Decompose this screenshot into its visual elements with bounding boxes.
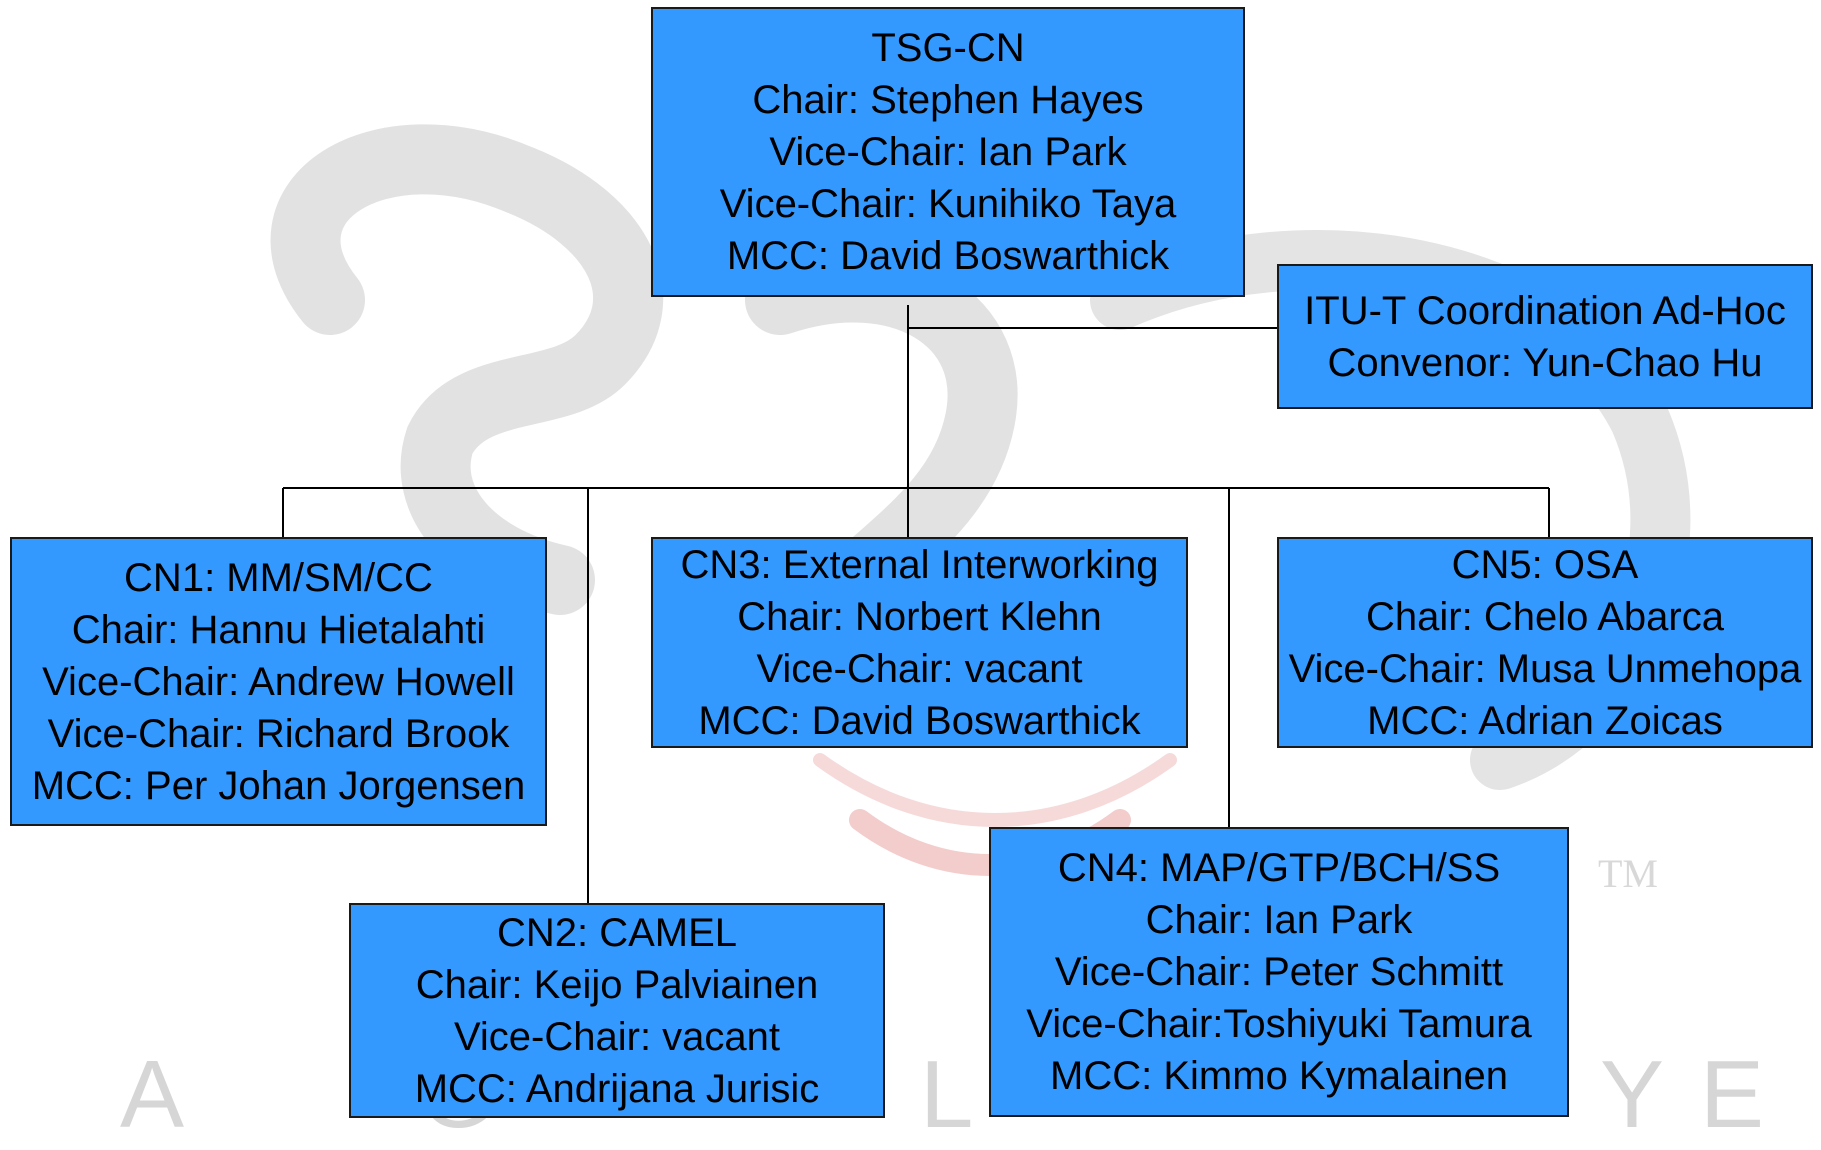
node-title: CN2: CAMEL (496, 910, 738, 955)
node-line: Vice-Chair: Ian Park (769, 130, 1127, 174)
node-line: Vice-Chair: Richard Brook (47, 711, 510, 756)
node-line: Chair: Keijo Palviainen (415, 962, 819, 1007)
node-line: Chair: Hannu Hietalahti (71, 607, 486, 652)
watermark-swirl-left (270, 124, 664, 615)
node-title: CN3: External Interworking (680, 542, 1159, 587)
node-line: MCC: Kimmo Kymalainen (1050, 1054, 1508, 1098)
org-node-cn1: CN1: MM/SM/CC Chair: Hannu Hietalahti Vi… (10, 537, 547, 826)
org-node-cn2: CN2: CAMEL Chair: Keijo Palviainen Vice-… (349, 903, 885, 1118)
org-node-itu-t: ITU-T Coordination Ad-Hoc Convenor: Yun-… (1277, 264, 1813, 409)
node-line: MCC: Adrian Zoicas (1367, 698, 1723, 743)
node-line: Vice-Chair: vacant (756, 646, 1083, 691)
node-title: CN5: OSA (1451, 542, 1639, 587)
node-title: CN1: MM/SM/CC (124, 555, 433, 600)
node-line: Vice-Chair:Toshiyuki Tamura (1026, 1002, 1532, 1046)
node-title: TSG-CN (871, 26, 1025, 70)
node-line: Vice-Chair: Peter Schmitt (1054, 950, 1504, 994)
node-line: Vice-Chair: Musa Unmehopa (1288, 646, 1802, 691)
org-node-tsg-cn: TSG-CN Chair: Stephen Hayes Vice-Chair: … (651, 7, 1245, 297)
node-line: Chair: Norbert Klehn (737, 594, 1102, 639)
node-line: MCC: David Boswarthick (698, 698, 1141, 743)
node-line: Convenor: Yun-Chao Hu (1327, 340, 1763, 385)
node-line: Chair: Stephen Hayes (752, 78, 1144, 122)
node-line: MCC: David Boswarthick (726, 234, 1170, 278)
node-line: Vice-Chair: Kunihiko Taya (719, 182, 1177, 226)
org-node-cn4: CN4: MAP/GTP/BCH/SS Chair: Ian Park Vice… (989, 827, 1569, 1117)
org-node-cn5: CN5: OSA Chair: Chelo Abarca Vice-Chair:… (1277, 537, 1813, 748)
node-line: Chair: Chelo Abarca (1366, 594, 1724, 639)
watermark-accent-arc-2 (813, 753, 1177, 827)
node-line: Vice-Chair: vacant (453, 1014, 781, 1059)
node-line: Chair: Ian Park (1145, 898, 1413, 942)
node-title: ITU-T Coordination Ad-Hoc (1304, 288, 1786, 333)
node-line: MCC: Andrijana Jurisic (414, 1066, 820, 1111)
org-node-cn3: CN3: External Interworking Chair: Norber… (651, 537, 1188, 748)
node-line: MCC: Per Johan Jorgensen (31, 763, 526, 808)
node-line: Vice-Chair: Andrew Howell (42, 659, 515, 704)
watermark-trademark: TM (1598, 851, 1658, 896)
org-chart-canvas: TM A G L Y E TSG-CN Chair: Stephen Hayes… (10, 7, 1813, 1148)
node-title: CN4: MAP/GTP/BCH/SS (1057, 846, 1501, 890)
connector-lines (282, 305, 1550, 903)
